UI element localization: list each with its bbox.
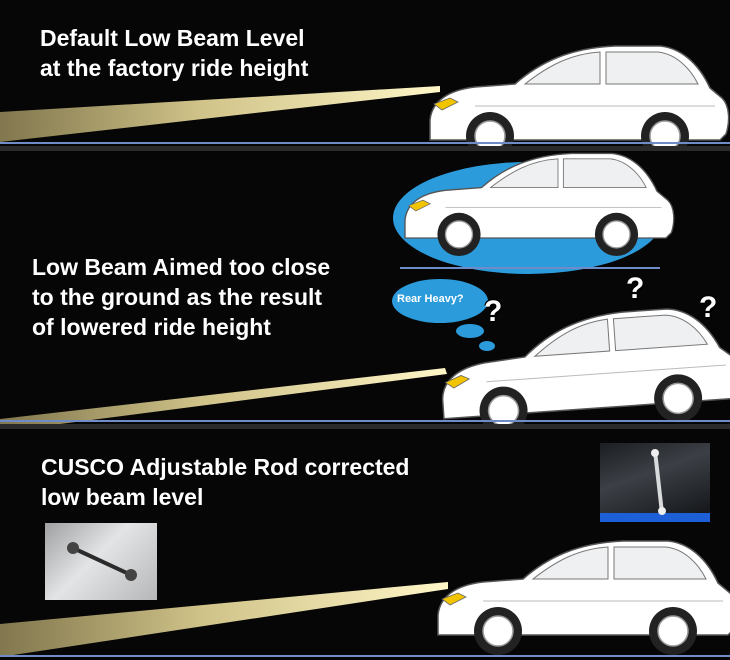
caption-line: CUSCO Adjustable Rod corrected bbox=[41, 454, 410, 480]
ground-line bbox=[0, 655, 730, 657]
headlight-beam bbox=[0, 86, 440, 142]
caption-line: Default Low Beam Level bbox=[40, 25, 305, 51]
headlight-beam bbox=[0, 368, 447, 424]
car-illustration bbox=[437, 540, 730, 656]
ground-line bbox=[0, 420, 730, 422]
question-mark-icon: ? bbox=[699, 291, 718, 324]
caption-line: at the factory ride height bbox=[40, 55, 309, 81]
car-illustration bbox=[429, 45, 730, 146]
caption-line: to the ground as the result bbox=[32, 284, 323, 310]
caption-corrected: CUSCO Adjustable Rod corrected low beam … bbox=[41, 452, 409, 512]
ground-line bbox=[0, 142, 730, 144]
thought-bubble-text: Rear Heavy? bbox=[397, 293, 464, 305]
question-mark-icon: ? bbox=[484, 295, 503, 328]
adjustable-rod-photo bbox=[45, 523, 157, 600]
caption-line: low beam level bbox=[41, 484, 204, 510]
undercarriage-photo bbox=[600, 443, 710, 522]
scene-lowered bbox=[0, 152, 730, 424]
panel-lowered-height: Rear Heavy? ? ? ? Low Beam Aimed too clo… bbox=[0, 151, 730, 424]
caption-factory: Default Low Beam Level at the factory ri… bbox=[40, 23, 308, 83]
caption-lowered: Low Beam Aimed too close to the ground a… bbox=[32, 252, 330, 342]
car-illustration bbox=[436, 303, 730, 424]
panel-divider bbox=[0, 424, 730, 429]
caption-line: of lowered ride height bbox=[32, 314, 271, 340]
headlight-beam bbox=[0, 582, 448, 657]
panel-divider bbox=[0, 146, 730, 151]
panel-factory-height: Default Low Beam Level at the factory ri… bbox=[0, 0, 730, 146]
scene-factory bbox=[0, 45, 730, 146]
scene-corrected bbox=[0, 540, 730, 657]
question-mark-icon: ? bbox=[626, 272, 645, 305]
caption-line: Low Beam Aimed too close bbox=[32, 254, 331, 280]
